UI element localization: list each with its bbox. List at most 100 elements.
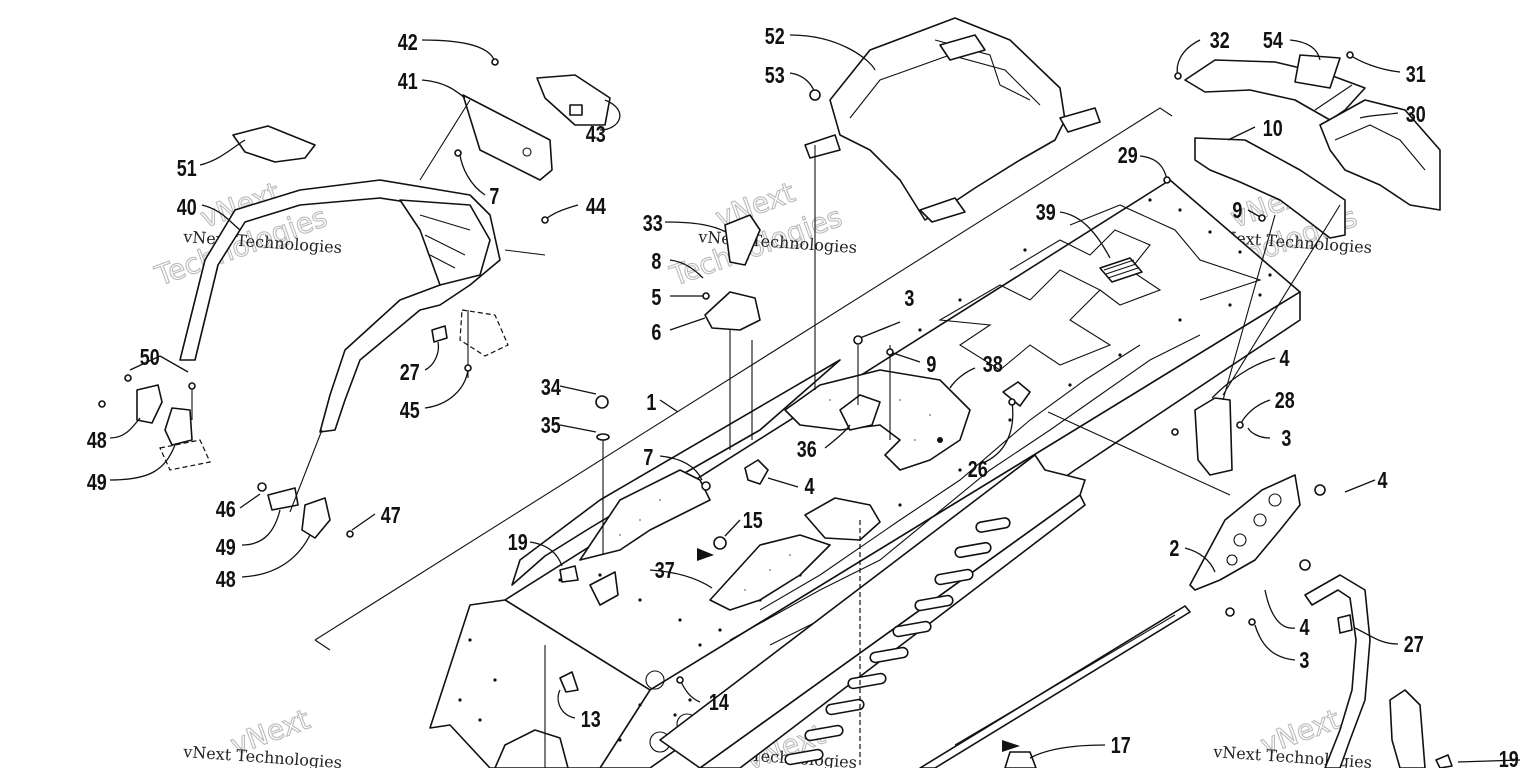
bracket-2-hole xyxy=(1253,513,1267,527)
callout-37: 37 xyxy=(655,558,675,584)
screw-3-center xyxy=(853,335,863,345)
tunnel-hole xyxy=(645,670,665,690)
seat-strap xyxy=(939,34,986,61)
callout-38: 38 xyxy=(983,352,1003,378)
callout-labels: 42 41 43 51 40 7 44 50 48 49 27 45 46 49… xyxy=(87,24,1519,768)
clip-19-left xyxy=(559,565,579,583)
screw-7-center xyxy=(701,481,711,491)
callout-32: 32 xyxy=(1210,28,1230,54)
clip-4-lower xyxy=(1225,607,1235,617)
cover-33 xyxy=(724,214,761,266)
taillight-43 xyxy=(536,74,611,126)
bolt-47 xyxy=(346,530,354,538)
callout-43: 43 xyxy=(586,122,606,148)
seat-cushion xyxy=(829,17,1066,221)
callout-39: 39 xyxy=(1036,200,1056,226)
callout-10: 10 xyxy=(1263,116,1283,142)
hinge-48-lower xyxy=(301,497,331,539)
screw-34 xyxy=(595,395,609,409)
screw-14 xyxy=(676,676,684,684)
screw-26 xyxy=(1008,398,1016,406)
deck-rivets xyxy=(458,198,1272,742)
callout-4: 4 xyxy=(804,474,814,500)
callout-19: 19 xyxy=(508,530,528,556)
foot-rail-line xyxy=(954,614,1176,746)
watermark-bottom-left: vNext vNext Technologies xyxy=(182,702,343,768)
screw-29 xyxy=(1163,176,1171,184)
screw-9-right xyxy=(1258,214,1266,222)
mount-block xyxy=(804,497,881,541)
callout-15: 15 xyxy=(743,508,763,534)
callout-48: 48 xyxy=(216,567,236,593)
callout-30: 30 xyxy=(1406,102,1426,128)
callout-27: 27 xyxy=(1404,632,1424,658)
callout-46: 46 xyxy=(216,497,236,523)
deck-emboss-x xyxy=(1009,229,1162,306)
callout-14: 14 xyxy=(709,690,729,716)
callout-40: 40 xyxy=(177,195,197,221)
callout-4: 4 xyxy=(1279,346,1289,372)
ghost-hinge xyxy=(159,439,211,471)
callout-19: 19 xyxy=(1499,747,1519,768)
foam-texture xyxy=(619,394,931,591)
screw-28 xyxy=(1171,428,1179,436)
bumper-30-contour xyxy=(1334,124,1426,171)
callout-1: 1 xyxy=(646,390,656,416)
callout-31: 31 xyxy=(1406,62,1426,88)
bumper-30 xyxy=(1319,99,1441,211)
seat-side-tab xyxy=(1059,107,1101,133)
callout-4: 4 xyxy=(1377,468,1387,494)
deck-emboss-x xyxy=(938,269,1112,371)
callout-49: 49 xyxy=(87,470,107,496)
grab-bar-bracket xyxy=(399,199,491,286)
callout-45: 45 xyxy=(400,398,420,424)
clip-4-mid xyxy=(1299,559,1311,571)
hinge-49-lower xyxy=(267,487,299,511)
seat-foam-37b xyxy=(709,534,831,611)
foam-hole xyxy=(937,437,943,443)
callout-44: 44 xyxy=(586,194,606,220)
callout-53: 53 xyxy=(765,63,785,89)
grab-bar-40 xyxy=(179,179,501,433)
callout-47: 47 xyxy=(381,503,401,529)
bracket-2-hole xyxy=(1268,493,1282,507)
leader-lines xyxy=(109,34,1521,768)
deck-emboss-channel xyxy=(759,344,1141,611)
callout-8: 8 xyxy=(651,249,661,275)
callout-9: 9 xyxy=(1232,198,1242,224)
callout-7: 7 xyxy=(489,184,499,210)
running-board xyxy=(659,454,1086,768)
callout-50: 50 xyxy=(140,345,160,371)
callout-26: 26 xyxy=(968,457,988,483)
callout-28: 28 xyxy=(1275,388,1295,414)
callout-54: 54 xyxy=(1263,28,1283,54)
bracket-28 xyxy=(1194,397,1233,476)
callout-3: 3 xyxy=(1281,426,1291,452)
block-19 xyxy=(589,571,619,606)
callout-42: 42 xyxy=(398,30,418,56)
snowflap-bracket xyxy=(1184,59,1366,121)
plate-41 xyxy=(462,94,553,181)
callout-35: 35 xyxy=(541,413,561,439)
fasteners xyxy=(98,51,1354,684)
callout-36: 36 xyxy=(797,437,817,463)
callout-48: 48 xyxy=(87,428,107,454)
screw-31 xyxy=(1346,51,1354,59)
bracket-6 xyxy=(704,291,761,331)
watermark-center: vNext Technologies vNext Technologies xyxy=(665,175,858,293)
decal-54 xyxy=(1294,54,1341,89)
grab-bar-27-right xyxy=(1304,574,1371,768)
callout-2: 2 xyxy=(1169,536,1179,562)
callout-17: 17 xyxy=(1111,733,1131,759)
assembly-boundary-line xyxy=(314,107,1173,641)
decal-39 xyxy=(1099,257,1143,283)
callout-41: 41 xyxy=(398,69,418,95)
callout-9: 9 xyxy=(926,352,936,378)
seat-rear-tab xyxy=(919,197,966,223)
taillight-43-lens xyxy=(569,104,583,116)
callout-3: 3 xyxy=(1299,648,1309,674)
screw-50b xyxy=(98,400,106,408)
deck-emboss-x xyxy=(1069,204,1262,301)
